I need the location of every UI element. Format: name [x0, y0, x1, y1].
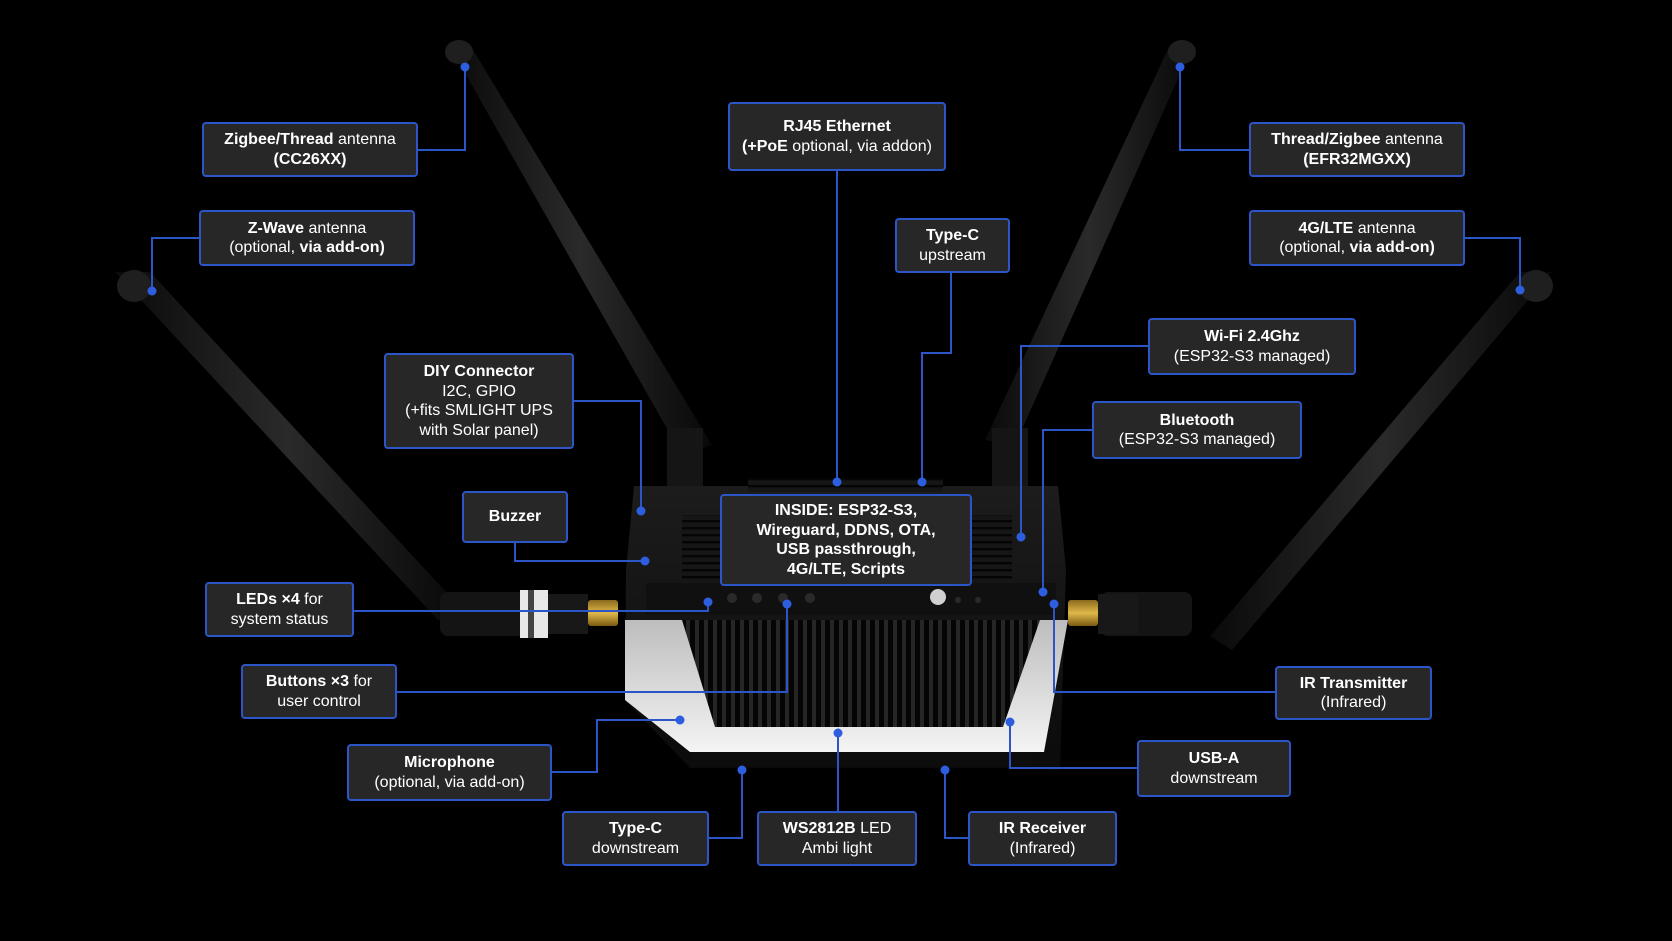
- label-ir-transmitter: IR Transmitter (Infrared): [1275, 666, 1432, 720]
- label-zigbee-thread-antenna: Zigbee/Thread antenna (CC26XX): [202, 122, 418, 177]
- label-wifi: Wi-Fi 2.4Ghz (ESP32-S3 managed): [1148, 318, 1356, 375]
- label-buttons: Buttons ×3 for user control: [241, 664, 397, 719]
- leader-ir-rx: [944, 770, 968, 839]
- label-type-c-downstream: Type-C downstream: [562, 811, 709, 866]
- leader-type-c-down: [709, 770, 743, 839]
- leader-type-c-up: [921, 273, 952, 482]
- label-ws2812b-led: WS2812B LED Ambi light: [757, 811, 917, 866]
- leader-usb-a: [1009, 722, 1137, 769]
- label-zwave-antenna: Z-Wave antenna (optional, via add-on): [199, 210, 415, 266]
- label-leds: LEDs ×4 for system status: [205, 582, 354, 637]
- label-inside: INSIDE: ESP32-S3, Wireguard, DDNS, OTA, …: [720, 494, 972, 586]
- label-rj45-ethernet: RJ45 Ethernet (+PoE optional, via addon): [728, 102, 946, 171]
- label-diy-connector: DIY Connector I2C, GPIO (+fits SMLIGHT U…: [384, 353, 574, 449]
- antenna-right: [1068, 270, 1553, 650]
- leader-thread-zigbee: [1179, 67, 1249, 151]
- label-bluetooth: Bluetooth (ESP32-S3 managed): [1092, 401, 1302, 459]
- leader-zigbee-thread: [418, 67, 466, 151]
- label-microphone: Microphone (optional, via add-on): [347, 744, 552, 801]
- leader-wifi: [1020, 345, 1148, 537]
- label-thread-zigbee-antenna: Thread/Zigbee antenna (EFR32MGXX): [1249, 122, 1465, 177]
- label-usb-a: USB-A downstream: [1137, 740, 1291, 797]
- antenna-left: [115, 270, 618, 638]
- leader-bluetooth: [1042, 429, 1092, 592]
- leader-diy: [574, 400, 642, 511]
- label-ir-receiver: IR Receiver (Infrared): [968, 811, 1117, 866]
- label-type-c-upstream: Type-C upstream: [895, 218, 1010, 273]
- leader-dots: [147, 62, 1525, 775]
- leader-buttons: [397, 604, 788, 693]
- label-lte-antenna: 4G/LTE antenna (optional, via add-on): [1249, 210, 1465, 266]
- antenna-top-left: [445, 40, 712, 486]
- leader-lte: [1463, 237, 1521, 290]
- label-buzzer: Buzzer: [462, 491, 568, 543]
- leader-zwave: [151, 237, 200, 291]
- leader-ir-tx: [1053, 604, 1275, 693]
- leader-microphone: [552, 719, 680, 773]
- leader-buzzer: [514, 543, 645, 562]
